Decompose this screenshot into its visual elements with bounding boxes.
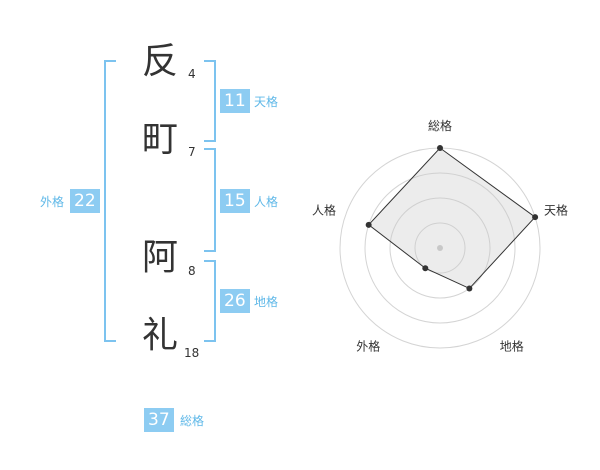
name-char-1: 反 xyxy=(141,41,178,82)
chikaku-label: 地格 xyxy=(254,295,279,309)
radar-axis-label: 総格 xyxy=(428,118,452,133)
name-char-4: 礼 xyxy=(141,315,178,356)
tenkaku-bracket xyxy=(204,60,216,142)
radar-axis-label: 外格 xyxy=(356,339,380,354)
chikaku-badge: 26 xyxy=(220,289,250,313)
radar-axis-label: 地格 xyxy=(500,339,524,354)
radar-point-1 xyxy=(437,145,443,151)
jinkaku-bracket xyxy=(204,148,216,252)
stroke-count-3: 8 xyxy=(188,264,196,278)
radar-point-2 xyxy=(532,214,539,221)
radar-axis-label: 人格 xyxy=(312,202,336,217)
soukaku-label: 総格 xyxy=(180,414,205,428)
radar-point-4 xyxy=(422,265,429,272)
radar-series-area xyxy=(367,147,536,290)
stroke-count-4: 18 xyxy=(184,346,200,360)
jinkaku-label: 人格 xyxy=(254,195,279,209)
radar-point-5 xyxy=(365,221,372,228)
soukaku-badge: 37 xyxy=(144,408,174,432)
radar-grid-ring xyxy=(364,172,516,324)
gaikaku-label: 外格 xyxy=(40,195,65,209)
stroke-count-1: 4 xyxy=(188,67,196,81)
tenkaku-label: 天格 xyxy=(254,95,279,109)
gaikaku-badge: 22 xyxy=(70,189,100,213)
stroke-count-2: 7 xyxy=(188,145,196,159)
radar-grid-ring xyxy=(389,197,491,299)
radar-grid-ring xyxy=(414,222,466,274)
radar-point-3 xyxy=(466,285,473,292)
radar-axis-label: 天格 xyxy=(544,202,568,217)
gaikaku-bracket xyxy=(104,60,116,342)
jinkaku-badge: 15 xyxy=(220,189,250,213)
name-char-3: 阿 xyxy=(141,237,178,278)
radar-center-dot xyxy=(437,245,443,251)
name-char-2: 町 xyxy=(141,119,178,160)
chikaku-bracket xyxy=(204,260,216,342)
tenkaku-badge: 11 xyxy=(220,89,250,113)
